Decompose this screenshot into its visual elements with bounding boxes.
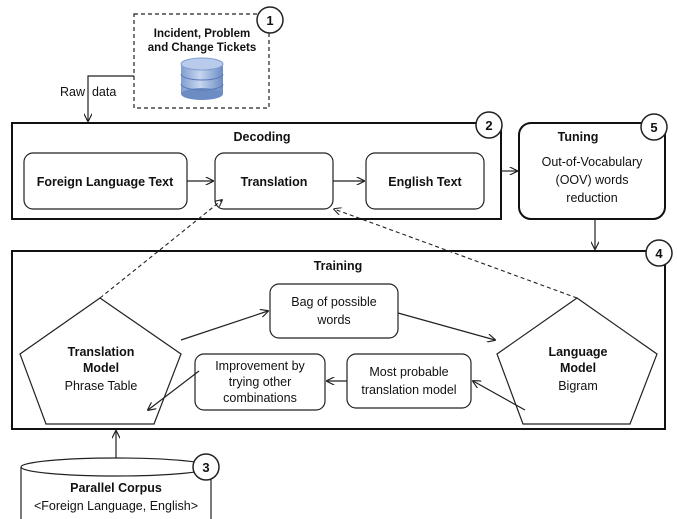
language-model-line-3: Bigram xyxy=(558,379,598,393)
tm-to-bag-arrow xyxy=(180,311,268,341)
bag-of-words-node xyxy=(269,283,399,339)
most-probable-node xyxy=(346,353,472,409)
svg-text:1: 1 xyxy=(266,13,273,28)
tuning-box: Tuning Out-of-Vocabulary (OOV) words red… xyxy=(518,122,666,220)
badge-2: 2 xyxy=(475,111,503,139)
translation-label: Translation xyxy=(241,175,308,189)
tickets-label-2: and Change Tickets xyxy=(148,42,256,54)
bag-line-2: words xyxy=(316,313,350,327)
decoding-title: Decoding xyxy=(234,130,291,144)
tickets-source: Incident, Problem and Change Tickets xyxy=(133,13,270,109)
improvement-line-1: Improvement by xyxy=(215,359,305,373)
tuning-line-2: (OOV) words xyxy=(556,173,629,187)
translation-model-node xyxy=(19,297,182,425)
parallel-corpus: Parallel Corpus <Foreign Language, Engli… xyxy=(20,457,212,519)
foreign-text-label: Foreign Language Text xyxy=(37,175,174,189)
corpus-subtitle: <Foreign Language, English> xyxy=(34,499,198,513)
language-model-line-2: Model xyxy=(560,361,596,375)
raw-data-label: Raw data xyxy=(60,85,116,99)
improvement-to-tm-arrow xyxy=(148,370,200,410)
svg-text:5: 5 xyxy=(650,120,657,135)
most-probable-line-1: Most probable xyxy=(369,365,448,379)
translation-model-line-3: Phrase Table xyxy=(65,379,138,393)
tm-to-translation-dashed-arrow xyxy=(99,200,222,299)
language-model-line-1: Language xyxy=(548,345,607,359)
translation-model-line-2: Model xyxy=(83,361,119,375)
tuning-line-3: reduction xyxy=(566,191,617,205)
svg-text:2: 2 xyxy=(485,118,492,133)
improvement-line-3: combinations xyxy=(223,391,297,405)
tuning-line-1: Out-of-Vocabulary xyxy=(542,155,643,169)
training-title: Training xyxy=(314,259,363,273)
language-model-node xyxy=(496,297,658,425)
raw-data-arrow xyxy=(88,75,134,121)
improvement-line-2: trying other xyxy=(229,375,292,389)
database-icon xyxy=(180,57,224,100)
decoding-box: Decoding Foreign Language Text Translati… xyxy=(11,122,502,220)
badge-3: 3 xyxy=(192,453,220,481)
translation-model-line-1: Translation xyxy=(68,345,135,359)
english-text-label: English Text xyxy=(388,175,462,189)
most-probable-line-2: translation model xyxy=(361,383,456,397)
improvement-node xyxy=(194,353,326,411)
badge-5: 5 xyxy=(640,113,668,141)
svg-text:3: 3 xyxy=(202,460,209,475)
bag-line-1: Bag of possible xyxy=(291,295,377,309)
lm-to-translation-dashed-arrow xyxy=(334,209,578,299)
corpus-title: Parallel Corpus xyxy=(70,481,162,495)
english-text-node xyxy=(365,152,485,210)
training-box: Training Translation Model Phrase Table … xyxy=(11,250,666,430)
tickets-label-1: Incident, Problem xyxy=(154,28,251,40)
lm-to-most-probable-arrow xyxy=(473,381,526,411)
bag-to-lm-arrow xyxy=(397,312,495,340)
svg-text:4: 4 xyxy=(655,246,663,261)
badge-4: 4 xyxy=(645,239,673,267)
tuning-title: Tuning xyxy=(558,130,599,144)
badge-1: 1 xyxy=(256,6,284,34)
